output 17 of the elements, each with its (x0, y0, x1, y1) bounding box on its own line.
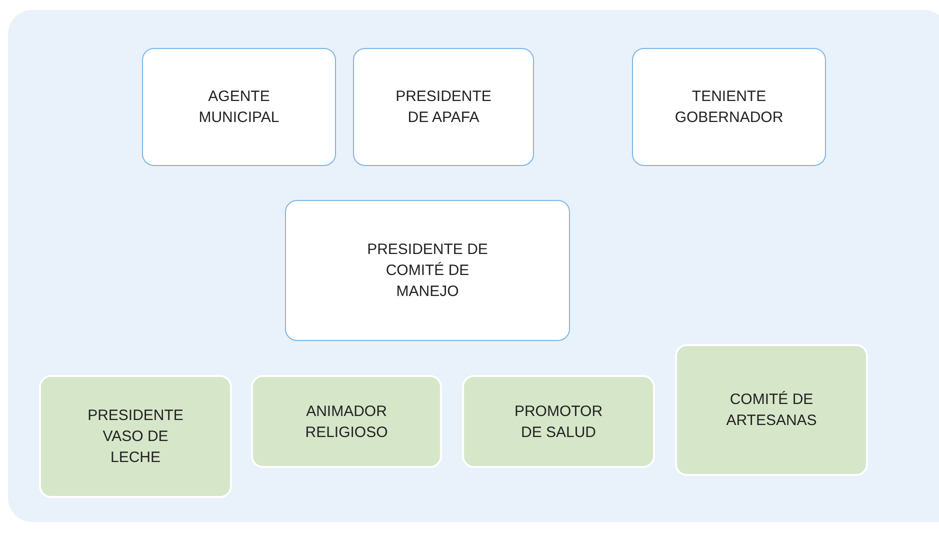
role-label: COMITÉ DE ARTESANAS (726, 390, 817, 431)
role-box (39, 375, 232, 498)
role-label: PRESIDENTE VASO DE LECHE (86, 406, 184, 468)
role-label: ANIMADOR RELIGIOSO (304, 402, 389, 442)
background-panel (8, 10, 939, 522)
role-box (675, 344, 868, 476)
role-box (285, 200, 570, 341)
role-box (251, 375, 442, 468)
role-box (142, 48, 336, 166)
role-label: PRESIDENTE DE APAFA (394, 87, 492, 128)
role-box (632, 48, 826, 166)
role-label: PRESIDENTE DE COMITÉ DE MANEJO (366, 240, 489, 302)
role-label: AGENTE MUNICIPAL (198, 87, 280, 128)
role-label: TENIENTE GOBERNADOR (674, 87, 784, 128)
role-box (353, 48, 534, 166)
role-box (462, 375, 655, 468)
role-label: PROMOTOR DE SALUD (513, 402, 604, 442)
